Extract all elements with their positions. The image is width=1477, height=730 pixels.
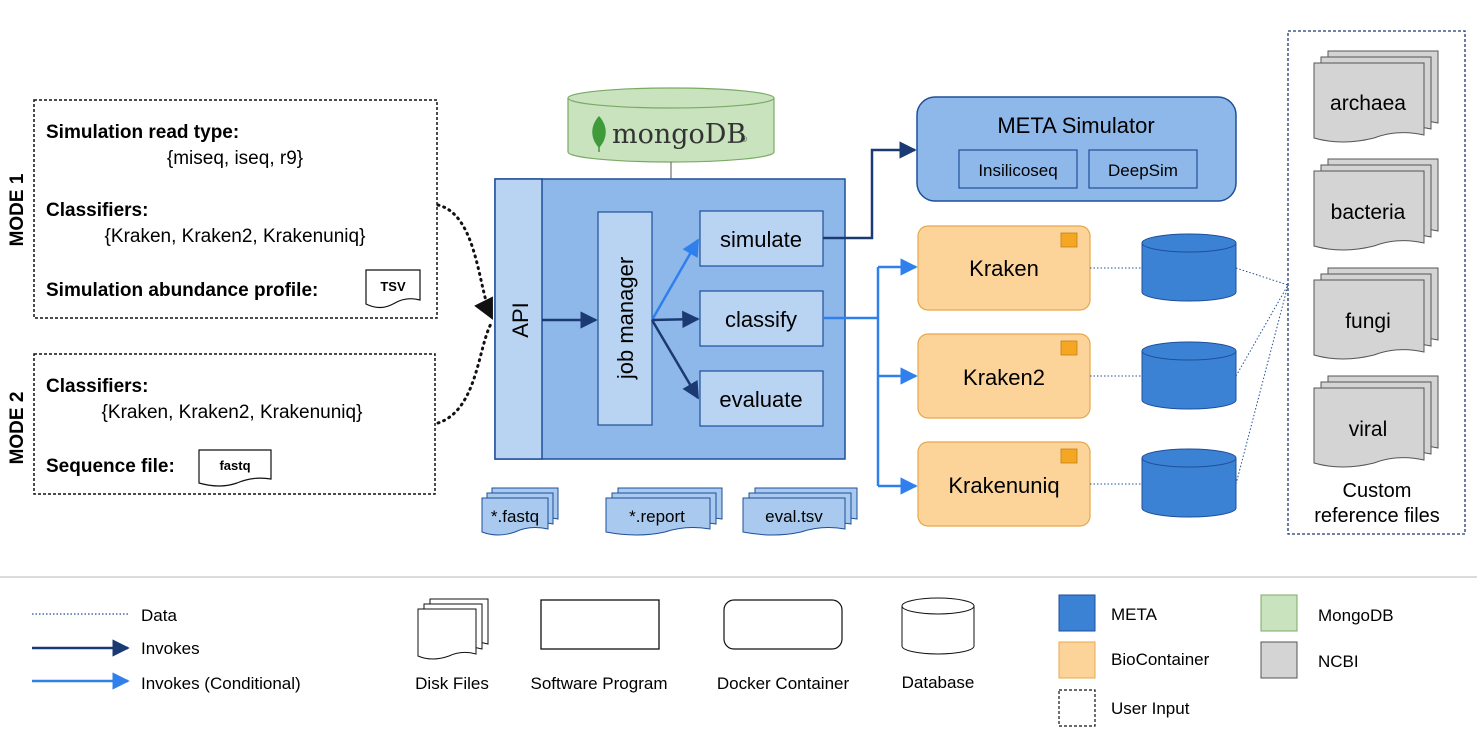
job-to-simulate-arrow: [650, 238, 700, 321]
output-file-fastq-label: *.fastq: [491, 507, 539, 526]
legend-database-label: Database: [902, 673, 975, 692]
reference-file-fungi: fungi: [1313, 267, 1439, 360]
reference-file-fungi-label: fungi: [1345, 310, 1391, 333]
legend-shapes: Disk Files Software Program Docker Conta…: [415, 597, 975, 693]
reference-caption-line1: Custom: [1343, 480, 1412, 502]
mode1-classifiers-title: Classifiers:: [46, 200, 148, 221]
mode2-to-api-arrow: [436, 320, 494, 425]
legend-conditional-label: Invokes (Conditional): [141, 674, 301, 693]
kraken2-container: Kraken2: [917, 333, 1091, 419]
kraken2-database: [1141, 341, 1237, 410]
reference-file-archaea-label: archaea: [1330, 92, 1406, 115]
sequence-file-title: Sequence file:: [46, 456, 175, 477]
reference-caption-line2: reference files: [1314, 505, 1440, 527]
legend-database-icon: [901, 597, 975, 655]
krakenuniq-label: Krakenuniq: [948, 473, 1059, 498]
simulate-to-meta-arrow: [823, 141, 917, 240]
kraken-database: [1141, 233, 1237, 302]
classify-label: classify: [725, 307, 797, 332]
legend-disk-files-icon: [417, 598, 489, 660]
legend-colors: META MongoDB BioContainer NCBI User Inpu…: [1058, 594, 1394, 727]
mongodb-database: mongoDB ®: [567, 87, 775, 163]
container-icon: [1060, 340, 1078, 356]
legend-user-input-label: User Input: [1111, 699, 1190, 718]
read-type-values: {miseq, iseq, r9}: [167, 148, 303, 169]
legend-invokes-label: Invokes: [141, 639, 200, 658]
meta-simulator: META Simulator Insilicoseq DeepSim: [916, 96, 1237, 202]
legend-biocontainer-label: BioContainer: [1111, 650, 1210, 669]
container-icon: [1060, 232, 1078, 248]
mongodb-label: mongoDB: [612, 119, 746, 150]
classify-to-classifiers-arrows: [823, 258, 918, 495]
mode1-classifiers-values: {Kraken, Kraken2, Krakenuniq}: [105, 226, 366, 247]
legend-mongodb-swatch: [1260, 594, 1298, 632]
reference-file-viral-label: viral: [1349, 418, 1388, 441]
legend-software-label: Software Program: [531, 674, 668, 693]
job-manager-box: [597, 211, 653, 426]
reference-file-archaea: archaea: [1313, 50, 1439, 143]
legend-user-input-swatch: [1058, 689, 1096, 727]
mode2-label: MODE 2: [7, 392, 28, 465]
output-file-eval: eval.tsv: [742, 487, 858, 536]
legend-docker-label: Docker Container: [717, 674, 850, 693]
krakenuniq-database: [1141, 448, 1237, 518]
kraken2-label: Kraken2: [963, 365, 1045, 390]
mode1-label: MODE 1: [7, 173, 28, 246]
job-to-evaluate-arrow: [650, 319, 700, 400]
legend-meta-label: META: [1111, 605, 1158, 624]
krakenuniq-container: Krakenuniq: [917, 441, 1091, 527]
output-file-eval-label: eval.tsv: [765, 507, 823, 526]
legend-biocontainer-swatch: [1058, 641, 1096, 679]
data-connectors: [1090, 267, 1289, 485]
insilicoseq-box: [958, 149, 1078, 189]
deepsim-label: DeepSim: [1108, 161, 1178, 180]
fastq-file-label: fastq: [219, 458, 250, 473]
api-block: API job manager simulate classify evalua…: [494, 178, 846, 460]
legend-ncbi-label: NCBI: [1318, 652, 1359, 671]
kraken-container: Kraken: [917, 225, 1091, 311]
reference-file-bacteria: bacteria: [1313, 158, 1439, 251]
mode2-group: MODE 2 Classifiers: {Kraken, Kraken2, Kr…: [7, 353, 436, 495]
deepsim-box: [1088, 149, 1198, 189]
legend-data-label: Data: [141, 606, 177, 625]
simulate-box: [699, 210, 824, 267]
legend-ncbi-swatch: [1260, 641, 1298, 679]
legend-software-icon: [540, 599, 660, 650]
mode2-input-box: [33, 353, 436, 495]
api-label: API: [508, 302, 533, 337]
classify-box: [699, 290, 824, 347]
output-file-report: *.report: [605, 487, 723, 536]
fastq-file-icon: fastq: [198, 449, 272, 487]
mode1-to-api-arrow: [436, 203, 494, 320]
legend-disk-files-label: Disk Files: [415, 674, 489, 693]
legend-mongodb-label: MongoDB: [1318, 606, 1394, 625]
kraken-label: Kraken: [969, 256, 1039, 281]
legend-meta-swatch: [1058, 594, 1096, 632]
container-icon: [1060, 448, 1078, 464]
mode2-classifiers-values: {Kraken, Kraken2, Krakenuniq}: [102, 402, 363, 423]
legend-docker-icon: [723, 599, 843, 650]
reference-file-viral: viral: [1313, 375, 1439, 468]
output-file-fastq: *.fastq: [481, 487, 559, 536]
evaluate-box: [699, 370, 824, 427]
tsv-file-icon: TSV: [365, 269, 421, 309]
read-type-title: Simulation read type:: [46, 122, 239, 143]
mode1-group: MODE 1 Simulation read type: {miseq, ise…: [7, 99, 438, 319]
mongodb-leaf-icon: [592, 116, 606, 148]
insilicoseq-label: Insilicoseq: [978, 161, 1057, 180]
job-manager-label: job manager: [613, 257, 638, 380]
simulate-label: simulate: [720, 227, 802, 252]
evaluate-label: evaluate: [719, 387, 802, 412]
reference-file-bacteria-label: bacteria: [1331, 201, 1406, 224]
output-file-report-label: *.report: [629, 507, 685, 526]
mongodb-registered: ®: [741, 135, 747, 144]
abundance-title: Simulation abundance profile:: [46, 280, 318, 301]
mode2-classifiers-title: Classifiers:: [46, 376, 148, 397]
tsv-file-label: TSV: [380, 279, 406, 294]
meta-simulator-title: META Simulator: [997, 113, 1154, 138]
legend-lines: Data Invokes Invokes (Conditional): [32, 606, 301, 693]
job-to-classify-arrow: [651, 310, 700, 329]
